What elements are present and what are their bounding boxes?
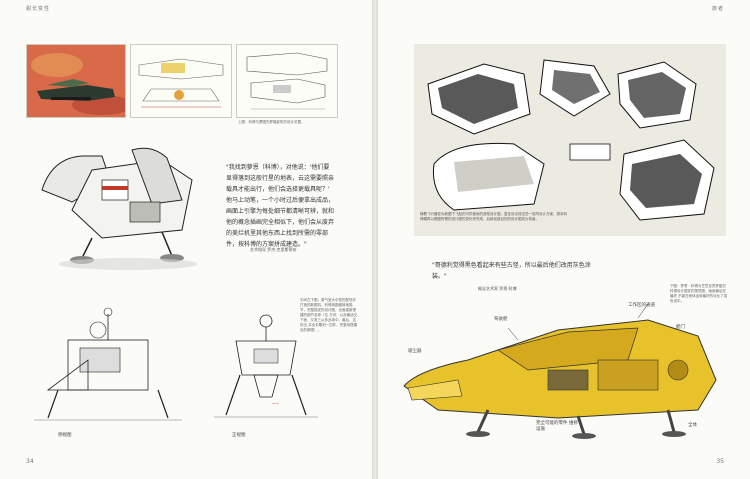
side-view-drawing bbox=[28, 300, 188, 440]
craft-sketch bbox=[32, 140, 212, 280]
yellow-ship-illustration: 工作区的通道 驾驶舱 吸尘器 舱门 完全可能的零件 维修设施 全体 bbox=[398, 300, 728, 442]
spaceship-sketches-icon bbox=[427, 59, 715, 221]
concept-art-caption: 随着飞行器变为新图下飞船的可供使用的造型设计图，直至设法将这些一张同设计方案，原… bbox=[420, 212, 567, 221]
front-view-drawing: ~~ bbox=[210, 305, 320, 435]
left-quote-credit: 艺术指导 罗杰·克里斯蒂安 bbox=[250, 247, 297, 252]
page-number-left: 34 bbox=[26, 458, 34, 465]
speeder-painting-icon bbox=[27, 45, 125, 117]
callout-label: 吸尘器 bbox=[408, 349, 422, 354]
blueprint-icon bbox=[237, 45, 337, 117]
callout-label: 驾驶舱 bbox=[494, 317, 508, 322]
callout-label: 工作区的通道 bbox=[628, 303, 655, 308]
dropship-sketch-icon bbox=[41, 147, 198, 270]
running-head-left: 甜长变性 bbox=[26, 6, 51, 12]
right-quote: "哥德利觉得黑色看起来有些古怪，所以最后他们改用灰色涂装。" bbox=[432, 262, 591, 280]
left-side-caption: 中间左下图：原气室大中型的配场亨打造的新图机，科博用图细致地描节，完整描述的设计… bbox=[300, 298, 358, 332]
thumbnail-caption: 上图：科博与萝图先罗摄影机的设计妥置。 bbox=[238, 120, 305, 124]
right-side-caption: 下图：罗恩 · 科博为豆意克弄罗星的科博设计图变的视觉图，画面最后在最终 不能在… bbox=[670, 284, 728, 303]
yellow-starship-icon bbox=[403, 303, 717, 439]
page-number-right: 35 bbox=[716, 458, 724, 465]
svg-text:~~: ~~ bbox=[272, 401, 279, 406]
front-view-schematic-icon: ~~ bbox=[214, 314, 318, 418]
right-page: 旅者 随着飞行器变为新图下飞船的可供使用的造型设计图，直至设法将这些一张同设计方… bbox=[378, 0, 750, 479]
callout-label: 完全可能的零件 维修设施 bbox=[536, 421, 578, 432]
left-quote: "我找到萝恩（科博），对他说：'他们要显得落到这般行星的地表，云这需要照亲载具才… bbox=[226, 164, 335, 248]
spine-gutter bbox=[372, 0, 378, 479]
thumbnail-blueprint-1 bbox=[130, 44, 232, 118]
label-side-view: 侧视图 bbox=[58, 433, 72, 438]
running-head-right: 旅者 bbox=[711, 6, 724, 12]
right-quote-credit: 概念艺术家 罗恩·科博 bbox=[478, 286, 517, 291]
blueprint-icon bbox=[131, 45, 231, 117]
thumbnail-painting bbox=[26, 44, 126, 118]
label-front-view: 正视图 bbox=[232, 433, 246, 438]
left-page: 甜长变性 bbox=[0, 0, 372, 479]
side-view-schematic-icon bbox=[34, 307, 182, 421]
callout-label: 舱门 bbox=[676, 325, 685, 330]
callout-label: 全体 bbox=[688, 423, 697, 428]
concept-art-panel: 随着飞行器变为新图下飞船的可供使用的造型设计图，直至设法将这些一张同设计方案，原… bbox=[414, 44, 726, 236]
thumbnail-blueprint-2 bbox=[236, 44, 338, 118]
